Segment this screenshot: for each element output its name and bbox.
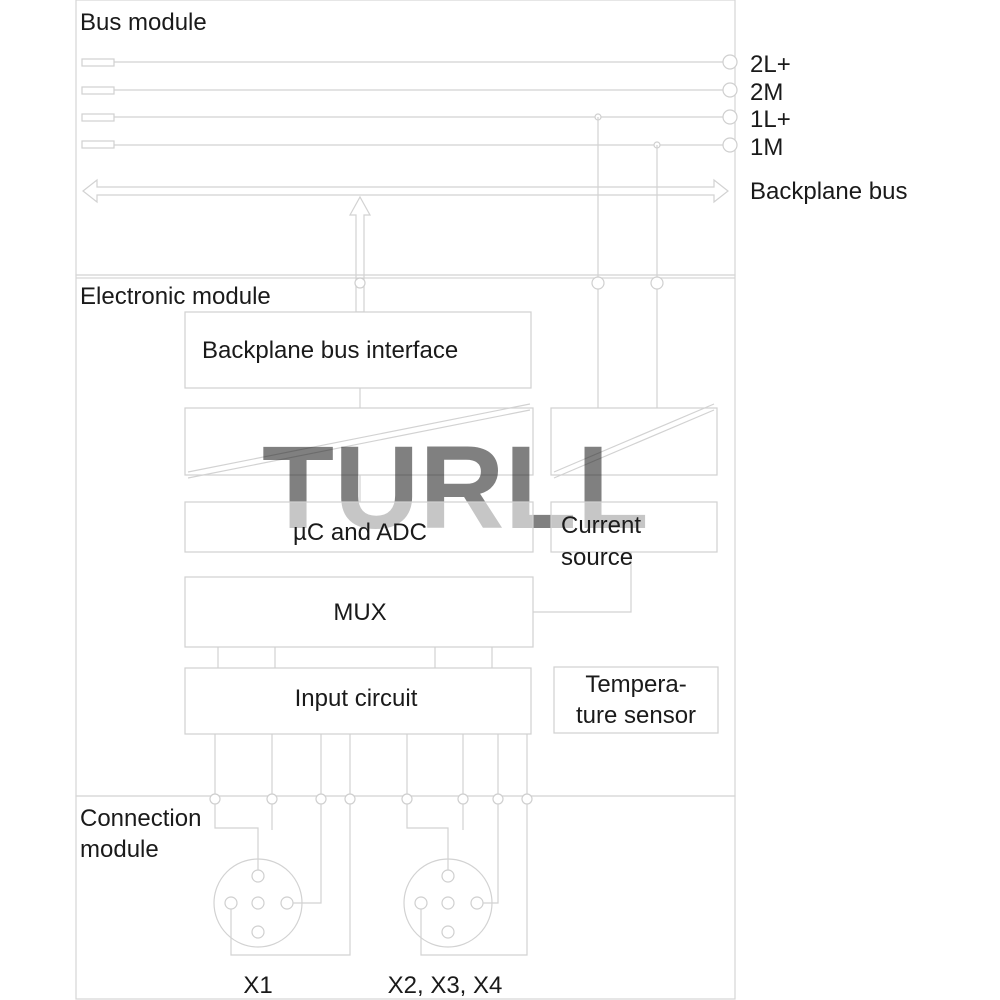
connection-module-label-line2: module (80, 836, 159, 863)
current-source-block: Current source (550, 501, 718, 571)
terminal-2l-plus (722, 54, 738, 70)
temperature-sensor-label-line1: Tempera- (585, 671, 686, 698)
temperature-sensor-label-line2: ture sensor (576, 702, 696, 729)
bus-module-label: Bus module (80, 9, 207, 36)
terminal-label-2l-plus: 2L+ (750, 51, 791, 78)
uc-adc-block: µC and ADC (184, 501, 534, 553)
current-source-label-line2: source (561, 544, 633, 571)
uc-adc-label: µC and ADC (293, 519, 427, 546)
electronic-module-label: Electronic module (80, 283, 271, 310)
x1-connector (213, 804, 351, 956)
connection-terminals (209, 793, 533, 805)
backplane-bus-interface-label: Backplane bus interface (202, 337, 458, 364)
vertical-connections (214, 117, 664, 796)
terminal-1m (722, 137, 738, 153)
terminal-1l-plus (722, 109, 738, 125)
backplane-bus-arrow (82, 178, 729, 204)
isolation-block (184, 403, 718, 479)
supply-rails (81, 54, 738, 153)
x1-label: X1 (243, 972, 272, 999)
terminal-label-2m: 2M (750, 79, 783, 106)
current-source-label-line1: Current (561, 512, 641, 539)
x2-x3-x4-connector (403, 804, 528, 956)
terminal-2m (722, 82, 738, 98)
input-circuit-label: Input circuit (295, 685, 418, 712)
terminal-label-1m: 1M (750, 134, 783, 161)
bus-module-section: Bus module (75, 0, 736, 276)
connection-module-label-line1: Connection (80, 805, 201, 832)
mux-block: MUX (184, 576, 534, 648)
x2-x3-x4-label: X2, X3, X4 (388, 972, 503, 999)
terminal-label-1l-plus: 1L+ (750, 106, 791, 133)
backplane-bus-label: Backplane bus (750, 178, 907, 205)
connection-module-section: Connection module (75, 795, 736, 1000)
mux-label: MUX (333, 599, 386, 626)
input-circuit-block: Input circuit (184, 667, 532, 735)
backplane-bus-interface-block: Backplane bus interface (184, 311, 532, 389)
temperature-sensor-block: Tempera- ture sensor (553, 666, 719, 734)
